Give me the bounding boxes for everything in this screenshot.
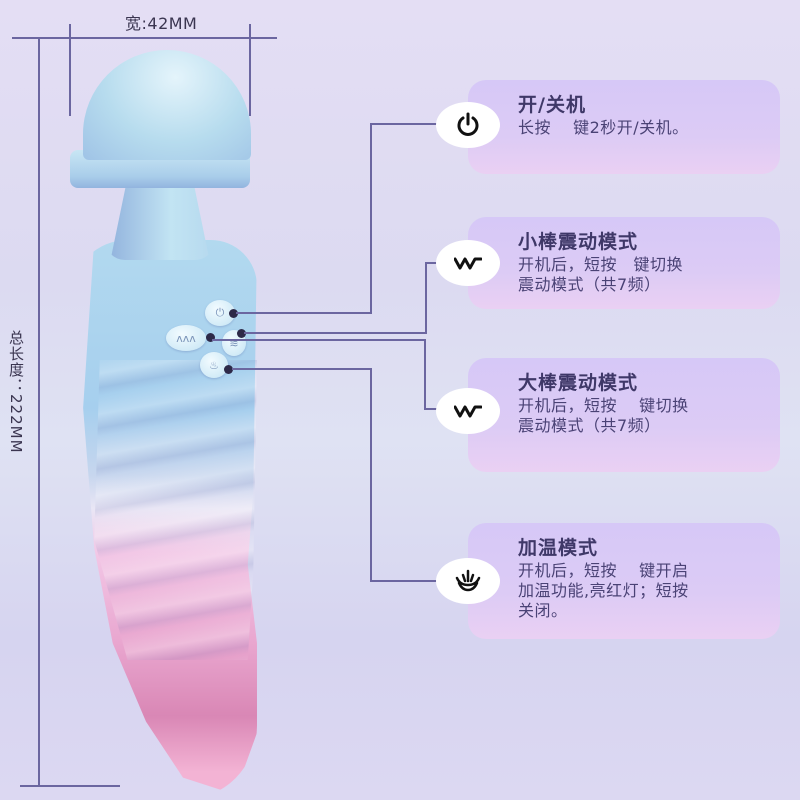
wave-icon: ʌʌʌ (176, 331, 196, 345)
power-icon: ⏻ (215, 306, 225, 319)
leader-line-large-vibration-vertical (424, 339, 426, 410)
feature-card-large-vibration: 大棒震动模式 开机后，短按 键切换 震动模式（共7频） (468, 358, 780, 472)
feature-card-power: 开/关机 长按 键2秒开/关机。 (468, 80, 780, 174)
length-dimension-line (38, 37, 40, 786)
feature-description: 长按 键2秒开/关机。 (518, 118, 689, 137)
small-vibration-marker (237, 329, 246, 338)
leader-line-large-vibration-bottom (424, 408, 440, 410)
length-bottom-tick (20, 785, 120, 787)
device-heat-button: ♨ (200, 352, 228, 378)
leader-line-heat-bottom (370, 580, 440, 582)
vibration-wave-icon (436, 240, 500, 286)
leader-line-power-top (370, 123, 440, 125)
feature-title: 开/关机 (518, 94, 586, 116)
width-label: 宽:42MM (125, 14, 198, 33)
power-icon (436, 102, 500, 148)
leader-line-large-vibration (212, 339, 426, 341)
large-vibration-marker (206, 333, 215, 342)
feature-description: 开机后，短按 键开启 加温功能,亮红灯；短按 关闭。 (518, 561, 689, 620)
leader-line-heat (232, 368, 372, 370)
width-dimension-line (12, 37, 277, 39)
leader-line-small-vibration-top (425, 262, 440, 264)
vibration-wave-icon (436, 388, 500, 434)
product-illustration: ⏻ ʌʌʌ ≋ ♨ (0, 0, 300, 800)
feature-card-heat: 加温模式 开机后，短按 键开启 加温功能,亮红灯；短按 关闭。 (468, 523, 780, 639)
leader-line-power-vertical (370, 123, 372, 314)
feature-title: 大棒震动模式 (518, 372, 639, 394)
leader-line-small-vibration (244, 332, 427, 334)
feature-title: 加温模式 (518, 537, 599, 559)
length-label: 总长度：222MM (7, 330, 25, 454)
device-small-vibration-button: ʌʌʌ (166, 325, 206, 351)
feature-title: 小棒震动模式 (518, 231, 639, 253)
wave-icon: ≋ (229, 336, 239, 350)
leader-line-small-vibration-vertical (425, 262, 427, 334)
heat-icon: ♨ (209, 358, 219, 372)
device-neck (110, 180, 210, 260)
feature-description: 开机后，短按 键切换 震动模式（共7频） (518, 396, 689, 435)
device-ridges (94, 360, 257, 660)
device-head (83, 50, 251, 160)
feature-card-small-vibration: 小棒震动模式 开机后，短按 键切换 震动模式（共7频） (468, 217, 780, 309)
heat-button-marker (224, 365, 233, 374)
feature-description: 开机后，短按 键切换 震动模式（共7频） (518, 255, 684, 294)
leader-line-heat-vertical (370, 368, 372, 581)
width-right-tick (249, 24, 251, 116)
width-left-tick (69, 24, 71, 116)
leader-line-power (236, 312, 372, 314)
heat-flame-icon (436, 558, 500, 604)
power-button-marker (229, 309, 238, 318)
